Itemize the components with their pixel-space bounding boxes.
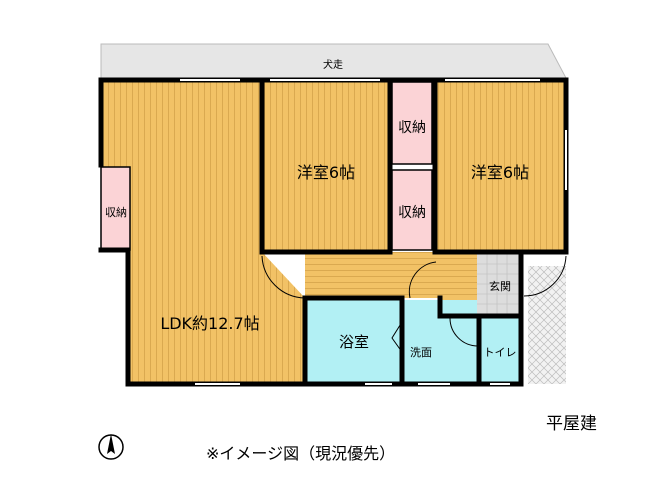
windows bbox=[180, 79, 567, 385]
western-room-1 bbox=[262, 80, 390, 252]
porch-area bbox=[528, 266, 566, 384]
bathroom bbox=[307, 300, 400, 382]
ldk-label: LDK約12.7帖 bbox=[160, 314, 259, 333]
toilet-label: トイレ bbox=[484, 346, 517, 359]
storage-lower-label: 収納 bbox=[398, 205, 426, 221]
hallway bbox=[305, 252, 477, 298]
bathroom-label: 浴室 bbox=[339, 333, 369, 351]
entrance-grid bbox=[477, 254, 519, 316]
building-type: 平屋建 bbox=[546, 414, 597, 434]
western-room-2-label: 洋室6帖 bbox=[471, 163, 529, 182]
disclaimer: ※イメージ図（現況優先） bbox=[206, 444, 396, 463]
western-room-2 bbox=[435, 80, 566, 252]
north-arrow-icon bbox=[98, 434, 124, 460]
doors bbox=[261, 255, 567, 353]
ldk-room bbox=[101, 80, 305, 384]
corridor-label: 犬走 bbox=[323, 58, 343, 71]
washroom-label: 洗面 bbox=[410, 346, 432, 359]
entrance-label: 玄関 bbox=[489, 279, 511, 293]
storage-ldk bbox=[100, 166, 131, 251]
western-room-1-label: 洋室6帖 bbox=[297, 163, 355, 182]
storage-lower bbox=[391, 169, 433, 251]
storage-upper-label: 収納 bbox=[398, 120, 426, 136]
toilet-room bbox=[481, 318, 519, 382]
storage-ldk-label: 収納 bbox=[105, 206, 127, 219]
